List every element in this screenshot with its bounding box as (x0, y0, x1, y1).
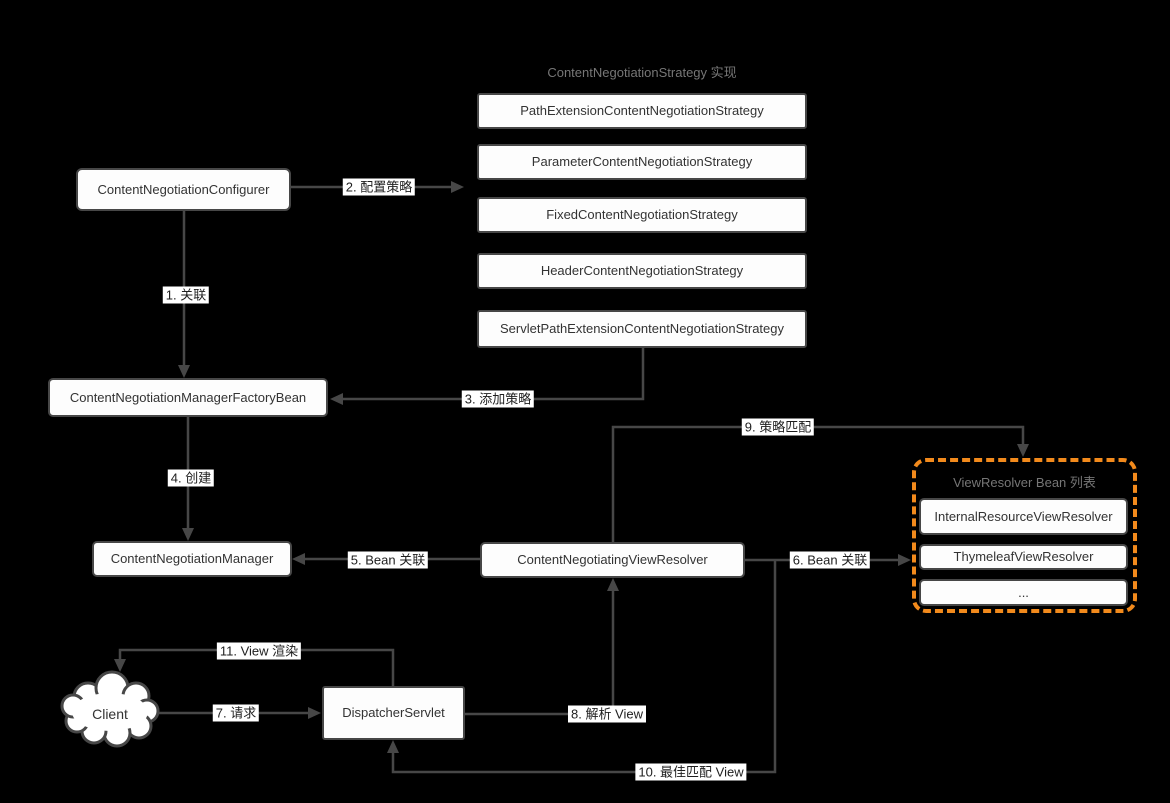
arrowhead-2-right (451, 181, 464, 193)
view-resolver-group-title: ViewResolver Bean 列表 (953, 475, 1096, 490)
arrowhead-7-right (308, 707, 321, 719)
connector-3-add-strategy (343, 347, 645, 401)
node-content-negotiation-configurer: ContentNegotiationConfigurer (76, 168, 291, 211)
node-label: InternalResourceViewResolver (934, 508, 1113, 524)
edge-label-4-create: 4. 创建 (167, 469, 215, 487)
node-parameter-strategy: ParameterContentNegotiationStrategy (477, 144, 807, 180)
node-dispatcher-servlet: DispatcherServlet (322, 686, 465, 740)
node-client-label: Client (92, 706, 128, 722)
edge-label-5-bean-associate: 5. Bean 关联 (347, 551, 429, 569)
arrowhead-9-down (1017, 444, 1029, 457)
edge-label-7-request: 7. 请求 (212, 704, 260, 722)
node-label: ContentNegotiationManagerFactoryBean (69, 389, 307, 405)
arrowhead-5-left (292, 553, 305, 565)
node-internal-resource-view-resolver: InternalResourceViewResolver (919, 498, 1128, 535)
edge-label-11-view-render: 11. View 渲染 (216, 642, 302, 660)
arrowhead-3-left (330, 393, 343, 405)
node-label: ContentNegotiationManager (110, 551, 274, 566)
connector-8-resolve-view (465, 591, 615, 716)
strategy-group-title: ContentNegotiationStrategy 实现 (547, 65, 737, 80)
view-resolver-bean-list-group: ViewResolver Bean 列表 InternalResourceVie… (912, 458, 1137, 613)
arrowhead-4-down (182, 528, 194, 541)
arrowhead-1-down (178, 365, 190, 378)
node-content-negotiation-manager-factory-bean: ContentNegotiationManagerFactoryBean (48, 378, 328, 417)
edge-label-6-bean-associate: 6. Bean 关联 (789, 551, 871, 569)
node-ellipsis-resolver: ... (919, 579, 1128, 606)
edge-label-2-configure-strategy: 2. 配置策略 (342, 178, 416, 196)
node-fixed-strategy: FixedContentNegotiationStrategy (477, 197, 807, 233)
node-content-negotiation-manager: ContentNegotiationManager (92, 541, 292, 577)
arrowhead-8-up (607, 578, 619, 591)
node-thymeleaf-view-resolver: ThymeleafViewResolver (919, 544, 1128, 570)
connector-9-strategy-match (611, 425, 1025, 542)
edge-label-9-strategy-match: 9. 策略匹配 (741, 418, 815, 436)
node-label: ContentNegotiationConfigurer (97, 181, 270, 197)
edge-label-8-resolve-view: 8. 解析 View (567, 705, 647, 723)
node-content-negotiating-view-resolver: ContentNegotiatingViewResolver (480, 542, 745, 578)
node-path-extension-strategy: PathExtensionContentNegotiationStrategy (477, 93, 807, 129)
edge-label-10-best-match-view: 10. 最佳匹配 View (635, 763, 747, 781)
client-cloud (60, 670, 160, 748)
arrowhead-6-right (898, 554, 911, 566)
node-servlet-path-extension-strategy: ServletPathExtensionContentNegotiationSt… (477, 310, 807, 348)
arrowheads (114, 181, 1029, 753)
edge-label-1-associate: 1. 关联 (162, 286, 210, 304)
connector-10-best-match-view (391, 560, 777, 774)
arrowhead-10-up (387, 740, 399, 753)
edge-label-3-add-strategy: 3. 添加策略 (461, 390, 535, 408)
node-header-strategy: HeaderContentNegotiationStrategy (477, 253, 807, 289)
arrowhead-11-down (114, 659, 126, 672)
